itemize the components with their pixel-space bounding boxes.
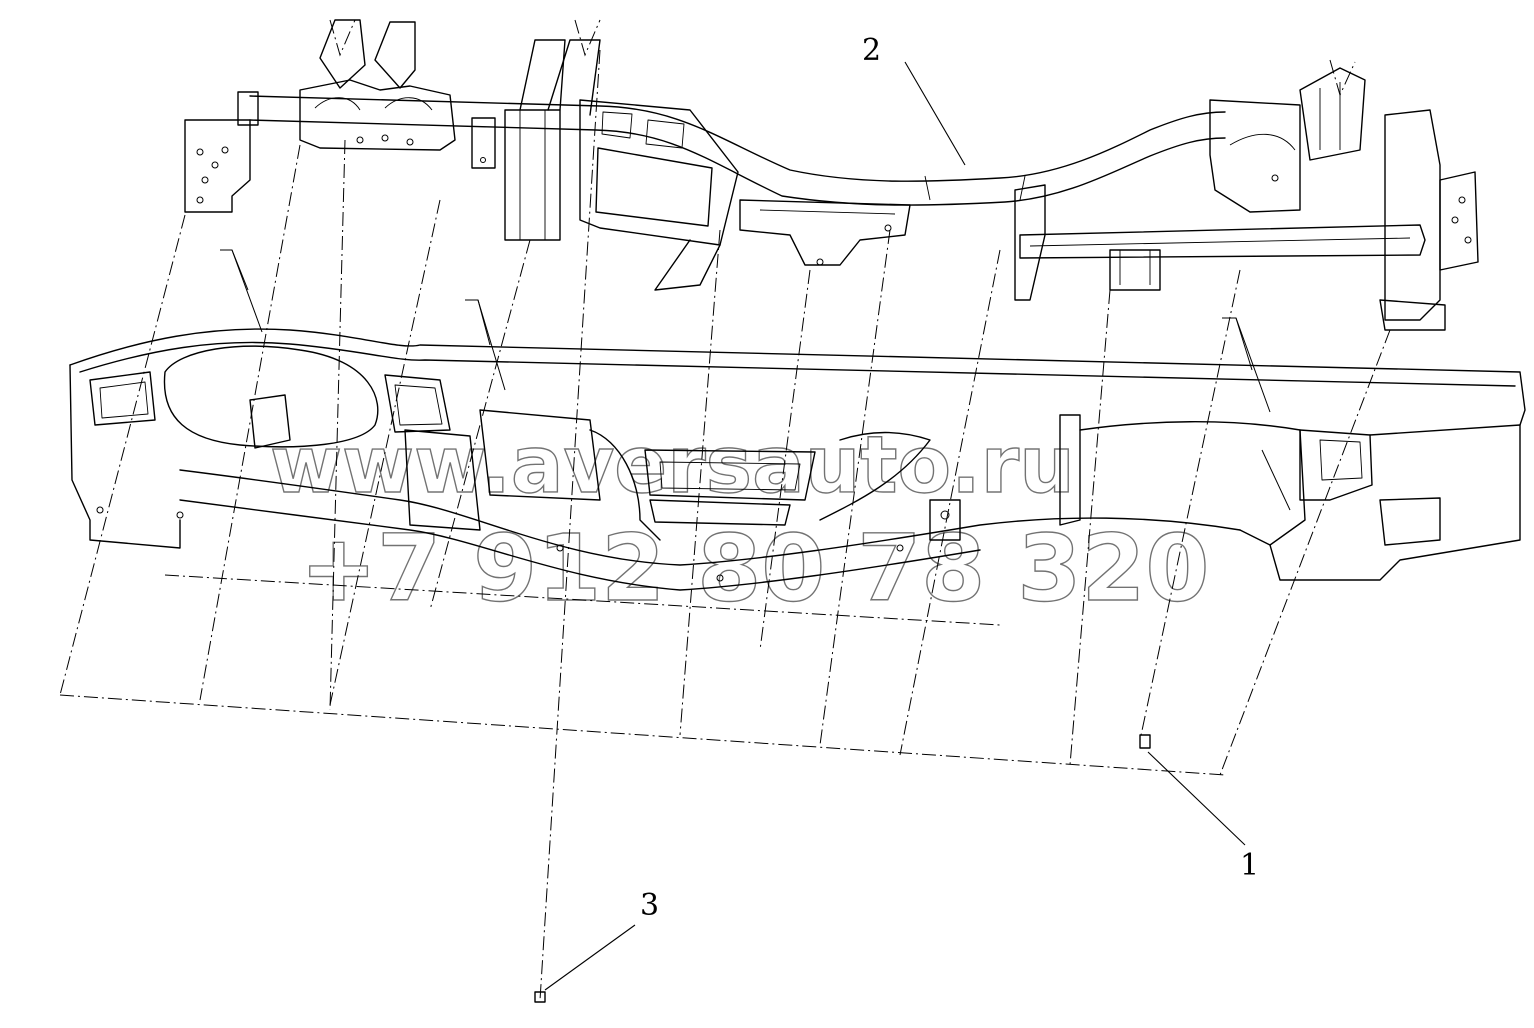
projection-lines	[59, 19, 1391, 1001]
fasteners	[534, 734, 1151, 1003]
callout-2: 2	[862, 33, 966, 166]
watermark-site: www.aversauto.ru	[270, 421, 1075, 511]
watermark-phone: +7 912 80 78 320	[300, 515, 1209, 622]
break-zigzag-marks	[220, 249, 1291, 511]
callout-3: 3	[544, 888, 659, 991]
watermark: www.aversauto.ru +7 912 80 78 320	[269, 420, 1210, 622]
callout-1: 1	[1147, 751, 1259, 883]
bolt-part-3	[534, 991, 546, 1003]
callout-label-2: 2	[862, 33, 881, 68]
callout-label-3: 3	[640, 888, 659, 923]
cross-car-beam-part-2	[184, 19, 1479, 331]
bolt-part-1	[1139, 734, 1151, 749]
instrument-panel-body	[69, 328, 1526, 591]
callout-label-1: 1	[1240, 848, 1259, 883]
